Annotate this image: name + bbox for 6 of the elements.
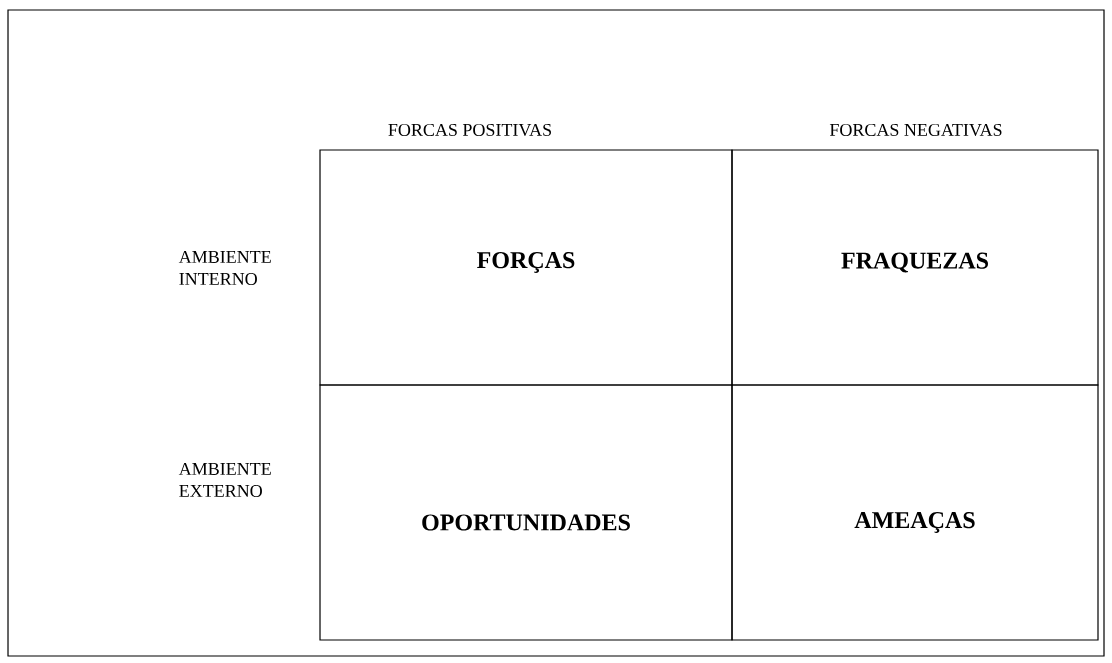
matrix-cell: FORÇAS [319,149,733,386]
matrix-cell: AMEAÇAS [731,384,1099,641]
row-label: AMBIENTE INTERNO [178,250,271,285]
row-label: AMBIENTE EXTERNO [178,462,271,497]
matrix-cell: OPORTUNIDADES [319,384,733,641]
matrix-cell: FRAQUEZAS [731,149,1099,386]
